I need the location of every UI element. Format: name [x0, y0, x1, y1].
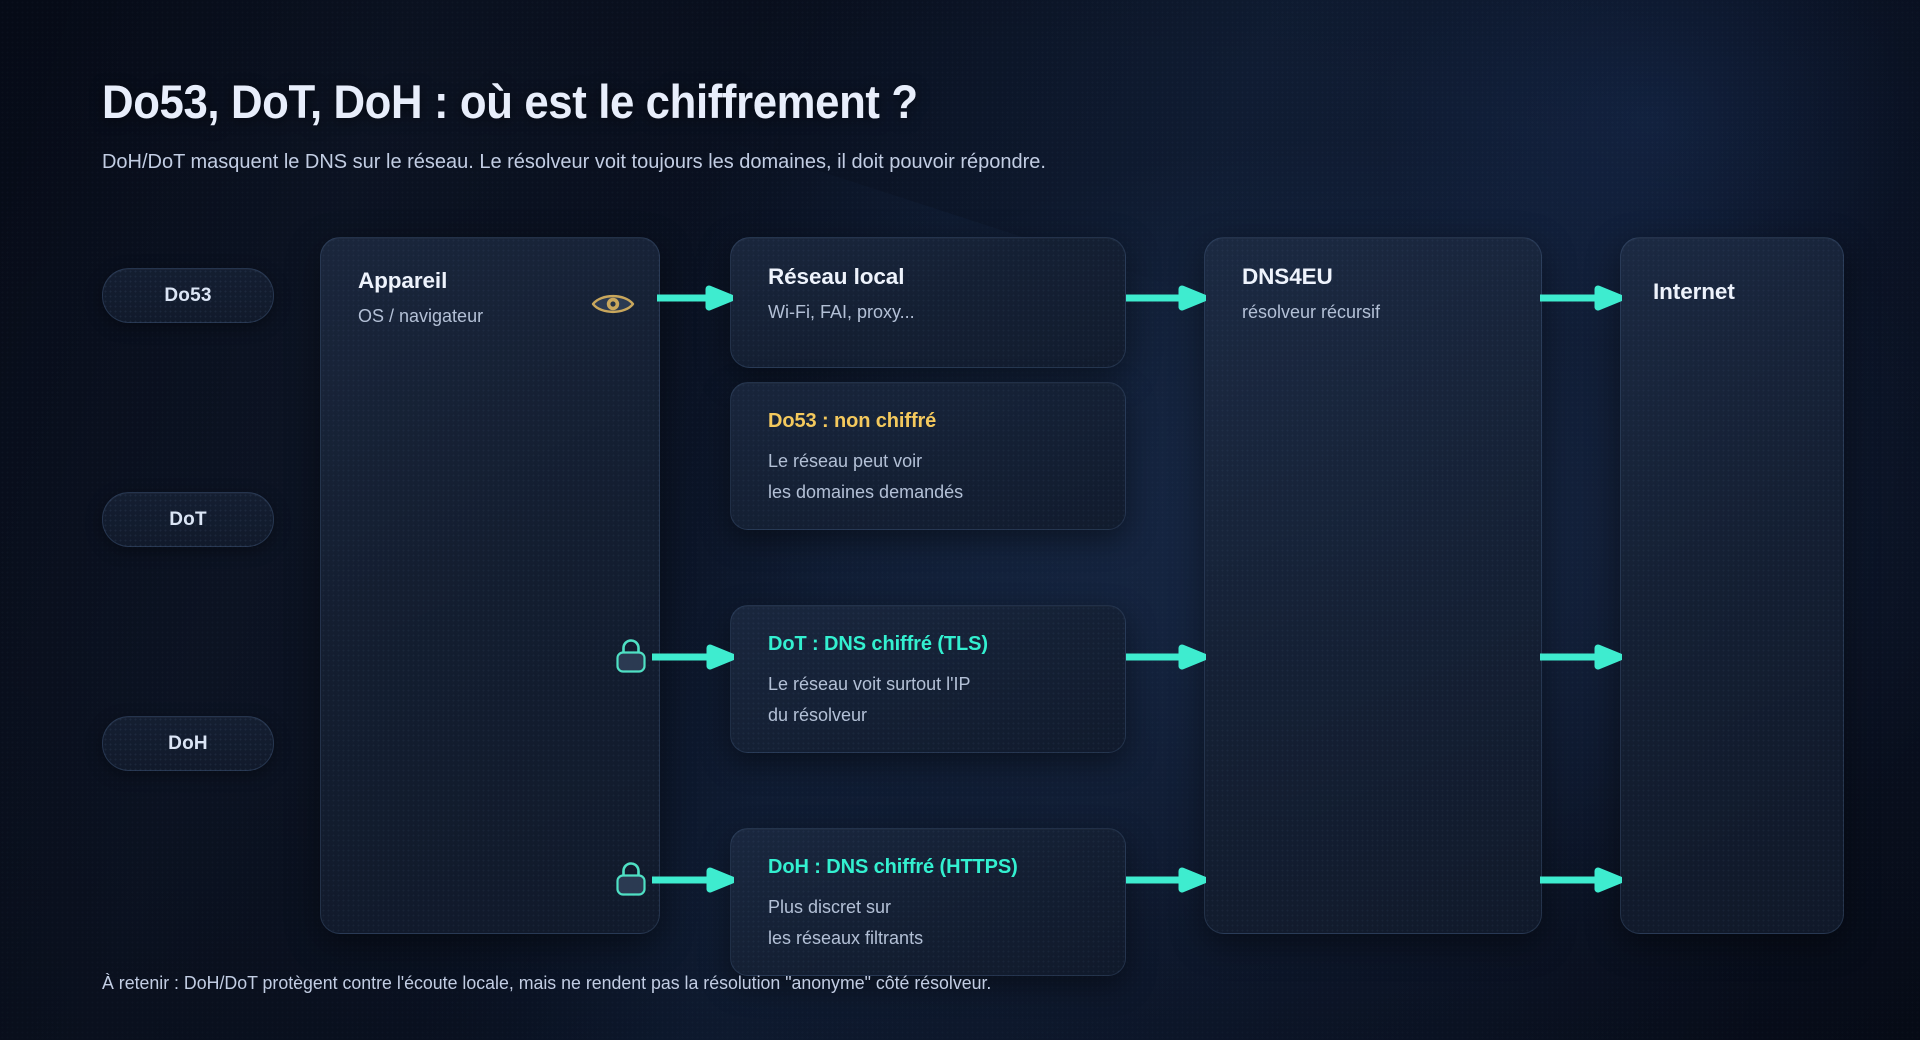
flow-arrow-device-to-dot-note — [652, 644, 734, 670]
stage-card-device-header: Appareil OS / navigateur — [358, 268, 483, 327]
stage-card-internet[interactable]: Internet — [1620, 237, 1844, 934]
protocol-pill-do53[interactable]: Do53 — [102, 268, 274, 323]
stage-card-network-header: Réseau local Wi-Fi, FAI, proxy... — [768, 264, 915, 323]
protocol-note-title: DoT : DNS chiffré (TLS) — [768, 633, 988, 655]
protocol-note-dot[interactable]: DoT : DNS chiffré (TLS) Le réseau voit s… — [730, 605, 1126, 753]
stage-card-subtitle: OS / navigateur — [358, 306, 484, 326]
footer-note: À retenir : DoH/DoT protègent contre l'é… — [102, 972, 992, 993]
flow-arrow-resolver-to-internet-doh — [1540, 867, 1622, 893]
flow-arrow-doh-note-to-resolver — [1126, 867, 1206, 893]
flow-arrow-resolver-to-internet — [1540, 285, 1622, 311]
protocol-note-doh[interactable]: DoH : DNS chiffré (HTTPS) Plus discret s… — [730, 828, 1126, 976]
lock-icon — [608, 855, 654, 901]
page-subtitle: DoH/DoT masquent le DNS sur le réseau. L… — [102, 149, 1046, 173]
lock-icon — [608, 632, 654, 678]
protocol-pill-dot[interactable]: DoT — [102, 492, 274, 547]
protocol-note-do53[interactable]: Do53 : non chiffré Le réseau peut voir l… — [730, 382, 1126, 530]
protocol-note-line-2: les domaines demandés — [768, 482, 964, 502]
protocol-note-title: DoH : DNS chiffré (HTTPS) — [768, 856, 1018, 878]
protocol-pill-label: Do53 — [164, 284, 212, 306]
stage-card-subtitle: résolveur récursif — [1242, 302, 1381, 322]
flow-arrow-network-to-resolver — [1126, 285, 1206, 311]
protocol-note-line-2: les réseaux filtrants — [768, 928, 924, 948]
flow-arrow-device-to-network — [657, 285, 733, 311]
header: Do53, DoT, DoH : où est le chiffrement ?… — [102, 75, 1802, 176]
page-title: Do53, DoT, DoH : où est le chiffrement ? — [102, 75, 918, 128]
stage-card-internet-header: Internet — [1653, 279, 1735, 305]
stage-card-title: Appareil — [358, 268, 448, 293]
stage-card-subtitle: Wi-Fi, FAI, proxy... — [768, 302, 915, 322]
stage-card-resolver[interactable]: DNS4EU résolveur récursif — [1204, 237, 1542, 934]
flow-arrow-device-to-doh-note — [652, 867, 734, 893]
protocol-pill-doh[interactable]: DoH — [102, 716, 274, 771]
protocol-note-line-1: Le réseau voit surtout l'IP — [768, 674, 971, 694]
flow-arrow-dot-note-to-resolver — [1126, 644, 1206, 670]
stage-card-title: Internet — [1653, 279, 1735, 304]
stage-card-title: DNS4EU — [1242, 264, 1333, 289]
protocol-pill-label: DoT — [169, 508, 207, 530]
stage-card-title: Réseau local — [768, 264, 905, 289]
stage-card-resolver-header: DNS4EU résolveur récursif — [1242, 264, 1380, 323]
protocol-pill-label: DoH — [168, 732, 208, 754]
eye-icon — [590, 281, 636, 327]
protocol-note-title: Do53 : non chiffré — [768, 410, 937, 432]
stage-card-device[interactable]: Appareil OS / navigateur — [320, 237, 660, 934]
protocol-note-line-1: Plus discret sur — [768, 897, 892, 917]
stage-card-network[interactable]: Réseau local Wi-Fi, FAI, proxy... — [730, 237, 1126, 368]
protocol-note-line-2: du résolveur — [768, 705, 868, 725]
flow-arrow-resolver-to-internet-dot — [1540, 644, 1622, 670]
protocol-note-line-1: Le réseau peut voir — [768, 451, 923, 471]
